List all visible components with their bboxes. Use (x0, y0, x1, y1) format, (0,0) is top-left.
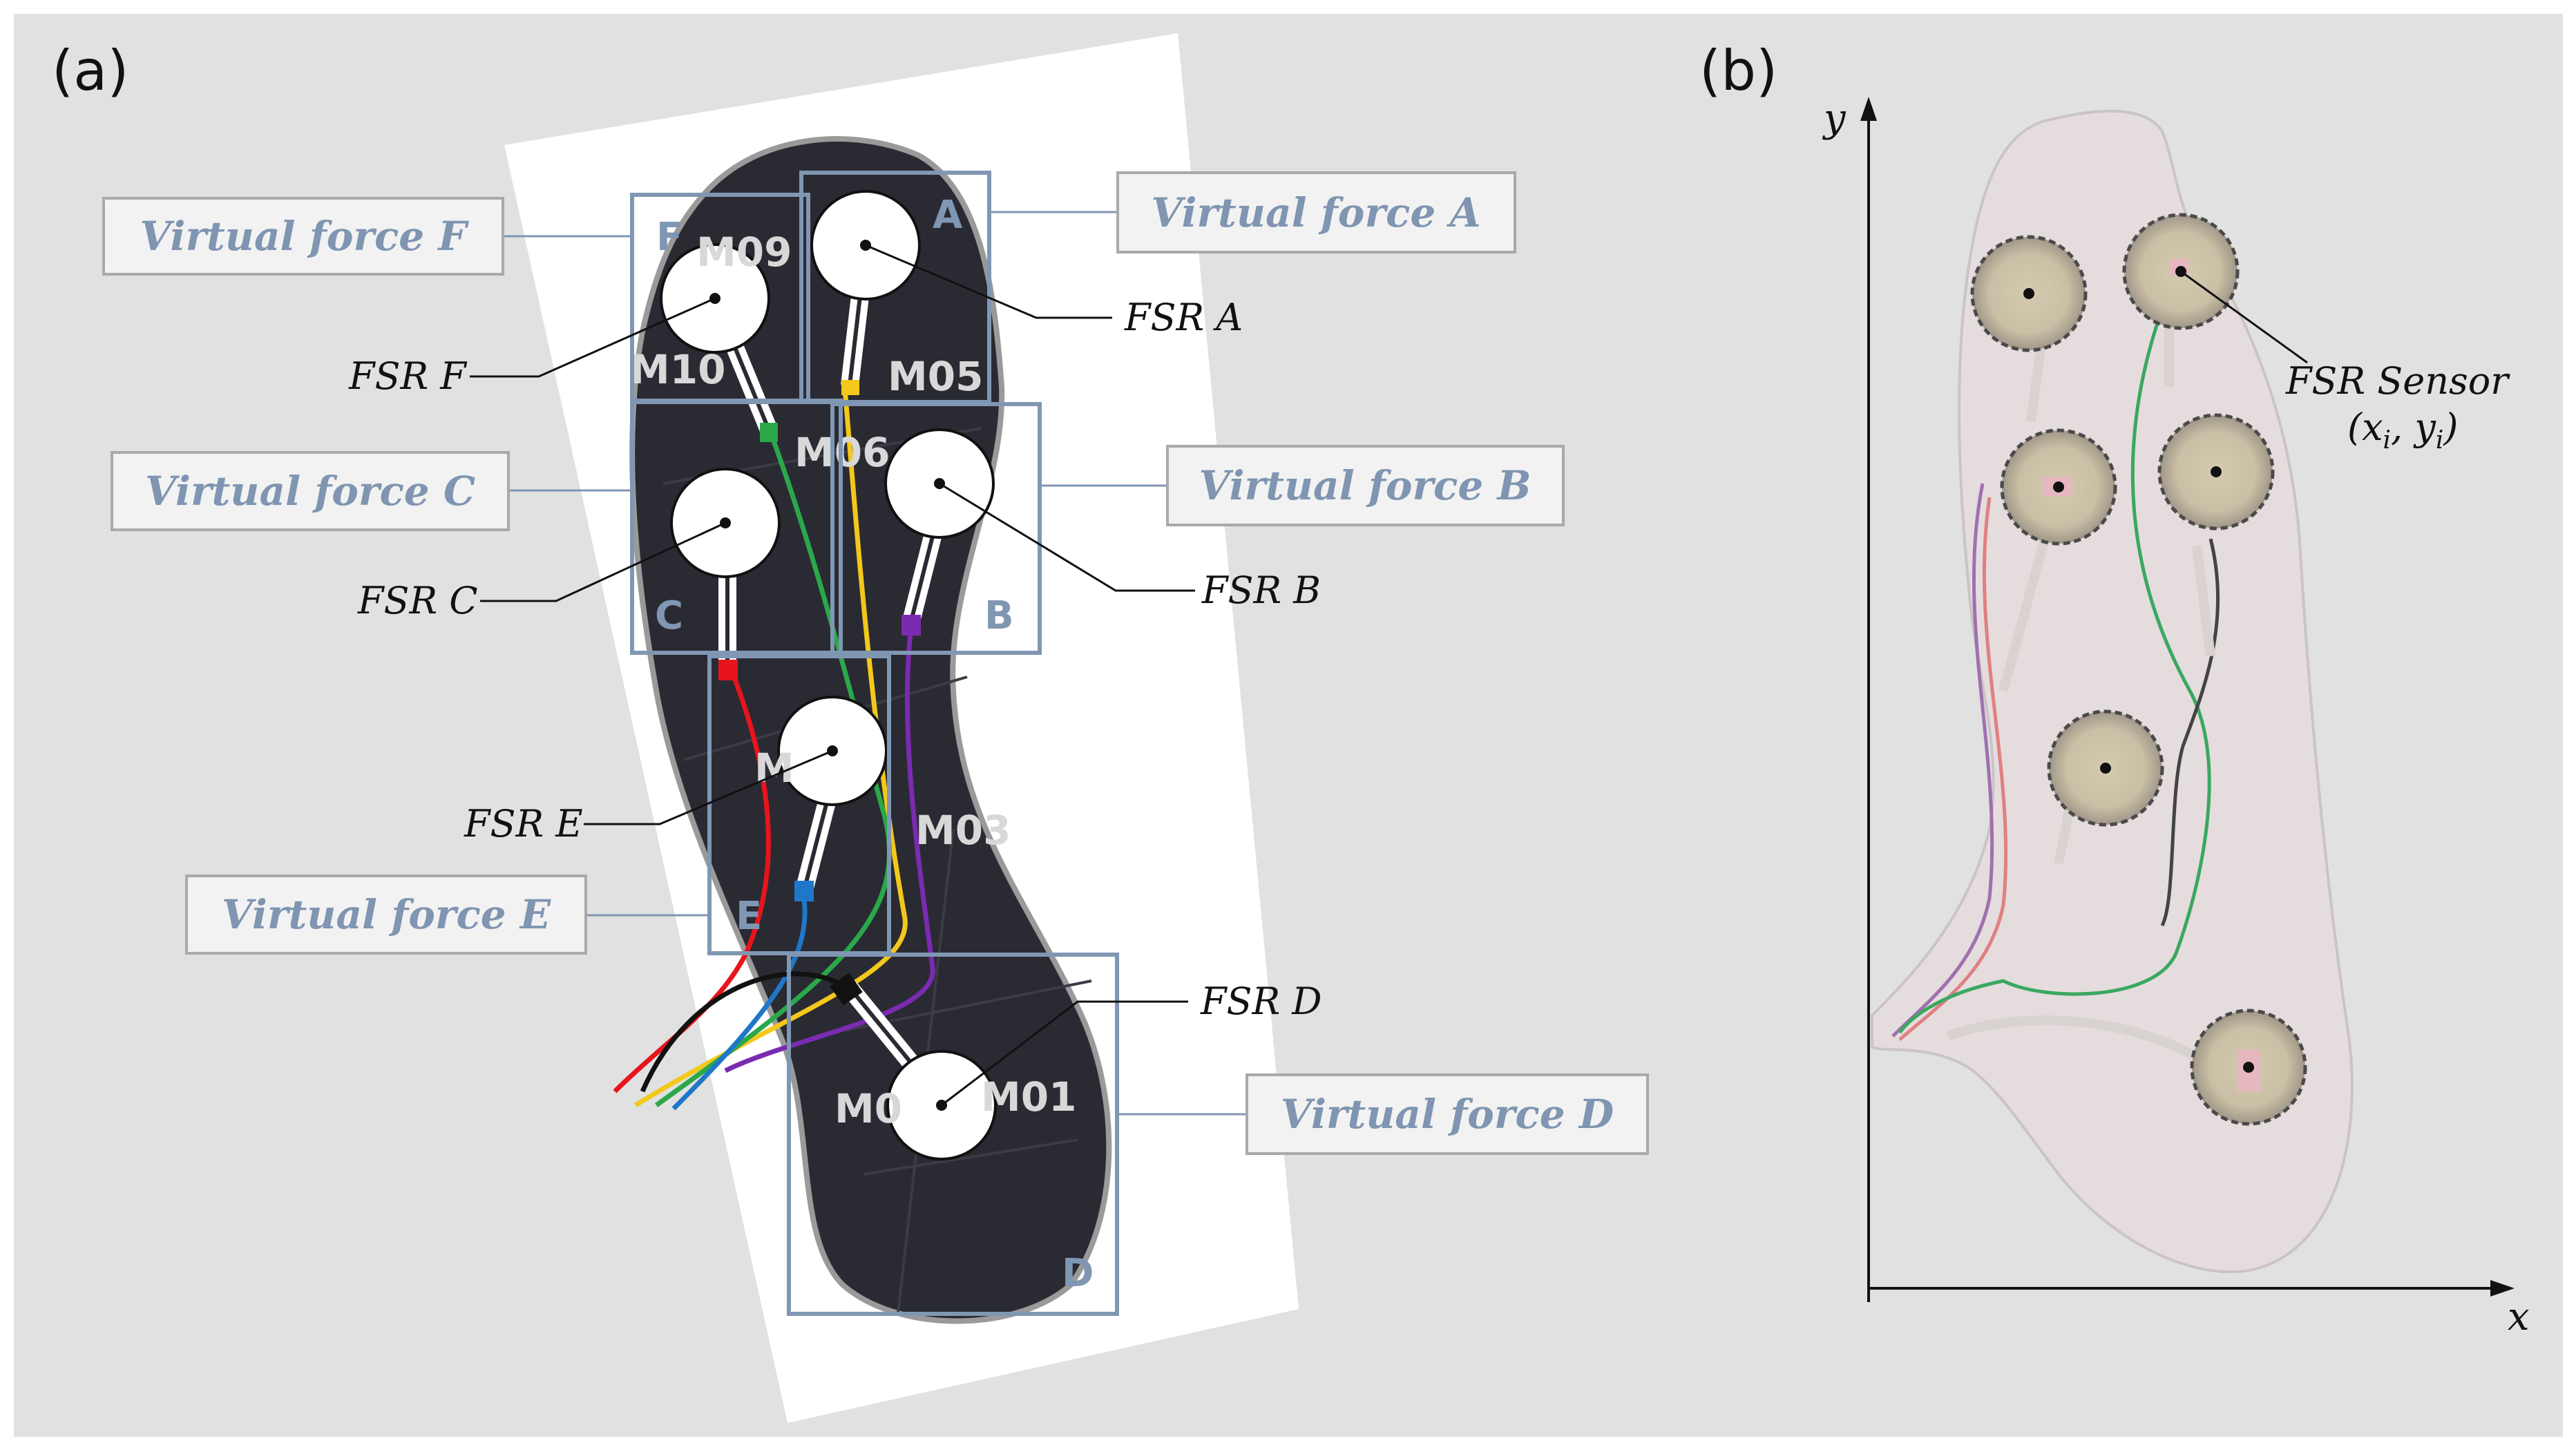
wire-yellow (634, 388, 908, 1107)
fsr-e-label: FSR E (464, 802, 583, 846)
x-axis-label: x (2508, 1295, 2530, 1339)
zone-letter-c: C (655, 593, 683, 638)
wire-blue (671, 890, 808, 1111)
virtual-force-a-label: Virtual force A (1152, 189, 1481, 236)
y-axis-arrow (1860, 97, 1877, 121)
marking-m09: M09 (696, 229, 792, 276)
zone-letter-d: D (1062, 1251, 1094, 1296)
virtual-force-a-box (1116, 171, 1516, 254)
panel-b-label: (b) (1699, 39, 1777, 103)
connector-black (830, 973, 863, 1006)
wire-black (640, 971, 848, 1093)
connector-yellow (841, 380, 859, 395)
wire-purple (724, 621, 935, 1073)
virtual-force-b-box (1166, 445, 1565, 526)
zone-b-box (830, 402, 1042, 655)
x-axis-arrow (2490, 1280, 2515, 1297)
virtual-force-f-label: Virtual force F (140, 213, 469, 260)
marking-m10: M10 (630, 346, 725, 393)
connector-purple (901, 615, 921, 636)
virtual-force-e-box (185, 875, 587, 955)
fsr-e-leader (584, 749, 833, 825)
connector-green (760, 423, 778, 442)
wire-bundle (613, 388, 935, 1111)
marking-m0: M0 (834, 1085, 902, 1132)
virtual-force-e-label: Virtual force E (222, 891, 551, 938)
fsr-a-label: FSR A (1124, 296, 1243, 339)
fsr-b-label: FSR B (1201, 569, 1321, 612)
virtual-force-b-label: Virtual force B (1199, 462, 1532, 509)
zone-letter-b: B (984, 593, 1014, 638)
fsr-sensor-leader (2180, 270, 2308, 364)
fsr-a-leader (865, 244, 1112, 319)
virtual-force-f-box (102, 197, 504, 276)
zone-letter-e: E (736, 894, 762, 939)
fsr-b-leader (939, 482, 1195, 592)
zone-c-box (630, 399, 843, 655)
marking-m05: M05 (888, 353, 983, 400)
fsr-c-leader (480, 522, 726, 602)
virtual-force-d-box (1246, 1073, 1649, 1155)
virtual-force-d-label: Virtual force D (1281, 1091, 1614, 1138)
fsr-d-label: FSR D (1200, 980, 1322, 1023)
connector-blue (794, 881, 814, 901)
fsr-sensor-coords: (xi, yi) (2347, 405, 2458, 455)
fsr-f-leader (470, 297, 716, 378)
wire-green (654, 430, 893, 1107)
virtual-force-c-label: Virtual force C (145, 468, 475, 515)
marking-m-partial: M (754, 745, 794, 792)
fsr-c-label: FSR C (357, 579, 478, 622)
zone-d-box (787, 953, 1119, 1316)
virtual-force-c-box (111, 451, 510, 531)
fsr-d-leader (941, 1000, 1188, 1107)
fsr-sensor-label: FSR Sensor (2285, 359, 2510, 403)
fsr-f-label: FSR F (348, 354, 468, 398)
zone-letter-a: A (933, 193, 963, 238)
y-axis-label: y (1822, 96, 1847, 141)
zone-letter-f: F (656, 215, 683, 260)
marking-m03: M03 (915, 807, 1011, 854)
panel-a-label: (a) (52, 39, 128, 103)
marking-m01: M01 (981, 1073, 1076, 1120)
connector-red (718, 660, 738, 680)
panel-b-wires (1891, 289, 2220, 1062)
